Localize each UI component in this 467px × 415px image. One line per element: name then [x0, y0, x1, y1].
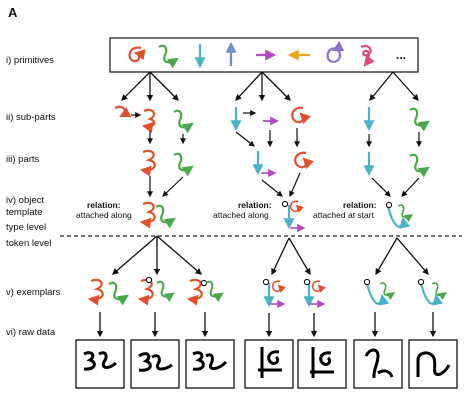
c2-part-red-hook-icon [295, 153, 306, 168]
c1-part-green-s-icon [174, 154, 192, 171]
panel-label: A [8, 5, 18, 20]
level-label-primitives: i) primitives [6, 55, 54, 66]
c1-part-red-3-icon [142, 151, 155, 170]
c1-relation-title: relation: [87, 200, 121, 210]
level-label-object-template-line2: template [6, 207, 42, 218]
primitive-purple-circle-icon [326, 41, 345, 63]
raw-data-4 [244, 339, 294, 389]
c2-exemplar-2-icon [303, 278, 323, 305]
primitives-box: ... [109, 37, 419, 73]
level-label-object-template: iv) object [6, 195, 44, 206]
primitive-red-curl-icon [128, 46, 146, 63]
c1-exemplar-2-icon [140, 276, 173, 299]
c1-subpart-green-s-icon [174, 111, 192, 128]
column-2: relation: attached along [213, 107, 324, 338]
c1-exemplar-3-icon [189, 280, 222, 299]
c2-exemplar-1-icon [262, 278, 283, 305]
c2-part-cyan-magenta-icon [258, 151, 275, 173]
c2-subpart-red-hook-icon [292, 108, 303, 123]
level-label-exemplars: v) exemplars [6, 287, 61, 298]
column-3: relation: attached at start [313, 107, 446, 338]
c1-template-green-s-icon [156, 206, 174, 223]
raw-data-5 [297, 339, 347, 389]
c1-exemplar-1-icon [90, 280, 127, 299]
level-label-sub-parts: ii) sub-parts [6, 112, 56, 123]
raw-data-6 [353, 339, 403, 389]
raw-data-7 [408, 339, 458, 389]
c2-relation-title: relation: [238, 200, 272, 210]
c3-relation-text: attached at start [313, 210, 375, 220]
primitive-to-subpart-arrows [121, 71, 419, 102]
c1-relation-text: attached along [76, 210, 132, 220]
c3-exemplar-1-icon [363, 278, 393, 303]
column-1: relation: attached along [76, 105, 222, 338]
c3-part-green-s-icon [410, 155, 428, 172]
c3-template-icon [385, 201, 411, 226]
c1-subpart-red-curl-2-icon [141, 108, 156, 133]
token-level-label: token level [6, 238, 51, 249]
c2-template-icon [281, 201, 303, 228]
raw-data-2 [130, 339, 180, 389]
c1-template-red-3-icon [142, 203, 155, 222]
raw-data-1 [75, 339, 125, 389]
level-labels: i) primitives ii) sub-parts iii) parts i… [6, 55, 61, 338]
level-label-raw-data: vi) raw data [6, 327, 56, 338]
primitives-ellipsis: ... [396, 48, 406, 62]
c2-relation-text: attached along [213, 210, 269, 220]
level-label-parts: iii) parts [6, 154, 40, 165]
raw-data-3 [185, 339, 235, 389]
type-level-label: type level [6, 222, 46, 233]
c1-subpart-red-curl-icon [114, 105, 132, 117]
c3-relation-title: relation: [343, 200, 377, 210]
raw-data-row [75, 339, 458, 389]
c3-exemplar-2-icon [417, 278, 445, 303]
c3-subpart-green-s-icon [410, 109, 428, 126]
primitive-pink-loop-icon [360, 44, 375, 67]
